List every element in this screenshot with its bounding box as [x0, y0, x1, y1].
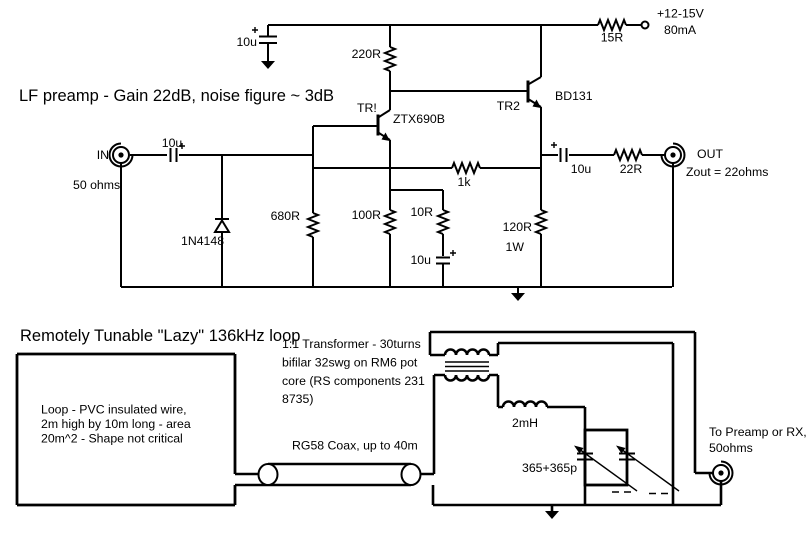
ground-preamp-rail [511, 287, 525, 301]
label-tr2-part: BD131 [555, 89, 593, 103]
diode-1N4148 [213, 218, 231, 233]
label-out-impedance: Zout = 22ohms [686, 165, 768, 179]
label-in: IN [97, 148, 109, 162]
label-220R: 220R [352, 47, 382, 61]
label-input-cap: 10u [162, 136, 183, 150]
transformer-note-line4: 8735) [282, 392, 313, 406]
loop-note-line3: 20m^2 - Shape not critical [41, 432, 183, 446]
label-out: OUT [697, 147, 723, 161]
label-1k: 1k [458, 175, 472, 189]
resistor-15R [597, 17, 627, 33]
transformer-primary-coil [443, 348, 491, 356]
label-2mH: 2mH [512, 416, 538, 430]
tuner-output-jack [708, 460, 734, 486]
variable-capacitor-365p [574, 428, 680, 495]
label-tr1-part: ZTX690B [393, 112, 445, 126]
label-120R-power: 1W [506, 240, 525, 254]
label-to-preamp-line2: 50ohms [709, 441, 753, 455]
label-diode: 1N4148 [181, 234, 224, 248]
label-coax: RG58 Coax, up to 40m [292, 439, 418, 453]
transformer-secondary-coil [443, 374, 491, 382]
loop-note-line2: 2m high by 10m long - area [41, 417, 191, 431]
label-bypass-cap: 10u [410, 253, 431, 267]
coax-cable [235, 462, 434, 487]
preamp-wires [120, 24, 674, 288]
label-tr2: TR2 [497, 99, 520, 113]
label-10R: 10R [410, 205, 433, 219]
loop-note-line1: Loop - PVC insulated wire, [41, 403, 187, 417]
capacitor-input-10u [169, 143, 185, 162]
resistor-10R [435, 209, 451, 235]
ground-supply-cap [261, 61, 275, 69]
supply-terminal [640, 20, 650, 30]
transistor-TR1 [376, 109, 391, 141]
resistor-680R [305, 212, 321, 238]
label-120R: 120R [503, 220, 533, 234]
output-jack [660, 142, 686, 168]
resistor-100R [382, 209, 398, 235]
loop-antenna-outline [15, 352, 237, 507]
transformer-note-line1: 1:1 Transformer - 30turns [282, 337, 421, 351]
resistor-1k [451, 160, 481, 176]
transformer-note-line2: bifilar 32swg on RM6 pot [282, 356, 418, 370]
label-15R: 15R [601, 31, 624, 45]
label-supply-cap: 10u [236, 35, 257, 49]
resistor-220R [382, 46, 398, 72]
transformer-1to1 [443, 348, 491, 382]
transistor-TR2 [526, 76, 542, 108]
label-tr1: TR! [357, 101, 377, 115]
capacitor-supply-10u [252, 27, 277, 44]
label-supply-current: 80mA [664, 23, 697, 37]
loop-tuner-schematic: Remotely Tunable "Lazy" 136kHz loop Loop… [15, 327, 807, 519]
label-680R: 680R [271, 209, 301, 223]
tuner-title: Remotely Tunable "Lazy" 136kHz loop [20, 327, 300, 345]
label-22R: 22R [620, 162, 643, 176]
capacitor-output-10u [551, 142, 568, 162]
label-supply-voltage: +12-15V [657, 7, 705, 21]
preamp-title: LF preamp - Gain 22dB, noise figure ~ 3d… [19, 87, 334, 105]
label-in-impedance: 50 ohms [73, 178, 120, 192]
label-tuning-cap: 365+365p [522, 461, 577, 475]
resistor-120R [533, 209, 549, 235]
label-to-preamp-line1: To Preamp or RX, [709, 425, 807, 439]
label-output-cap: 10u [571, 162, 592, 176]
preamp-schematic: LF preamp - Gain 22dB, noise figure ~ 3d… [19, 7, 768, 301]
transformer-core [445, 361, 489, 372]
resistor-22R [613, 147, 643, 163]
capacitor-bypass-10u [436, 250, 456, 265]
inductor-2mH [501, 400, 549, 408]
label-100R: 100R [352, 208, 382, 222]
input-jack [108, 142, 134, 168]
tuner-wires [428, 330, 723, 507]
ground-tuner-rail [545, 505, 559, 519]
transformer-note-line3: core (RS components 231 [282, 374, 425, 388]
